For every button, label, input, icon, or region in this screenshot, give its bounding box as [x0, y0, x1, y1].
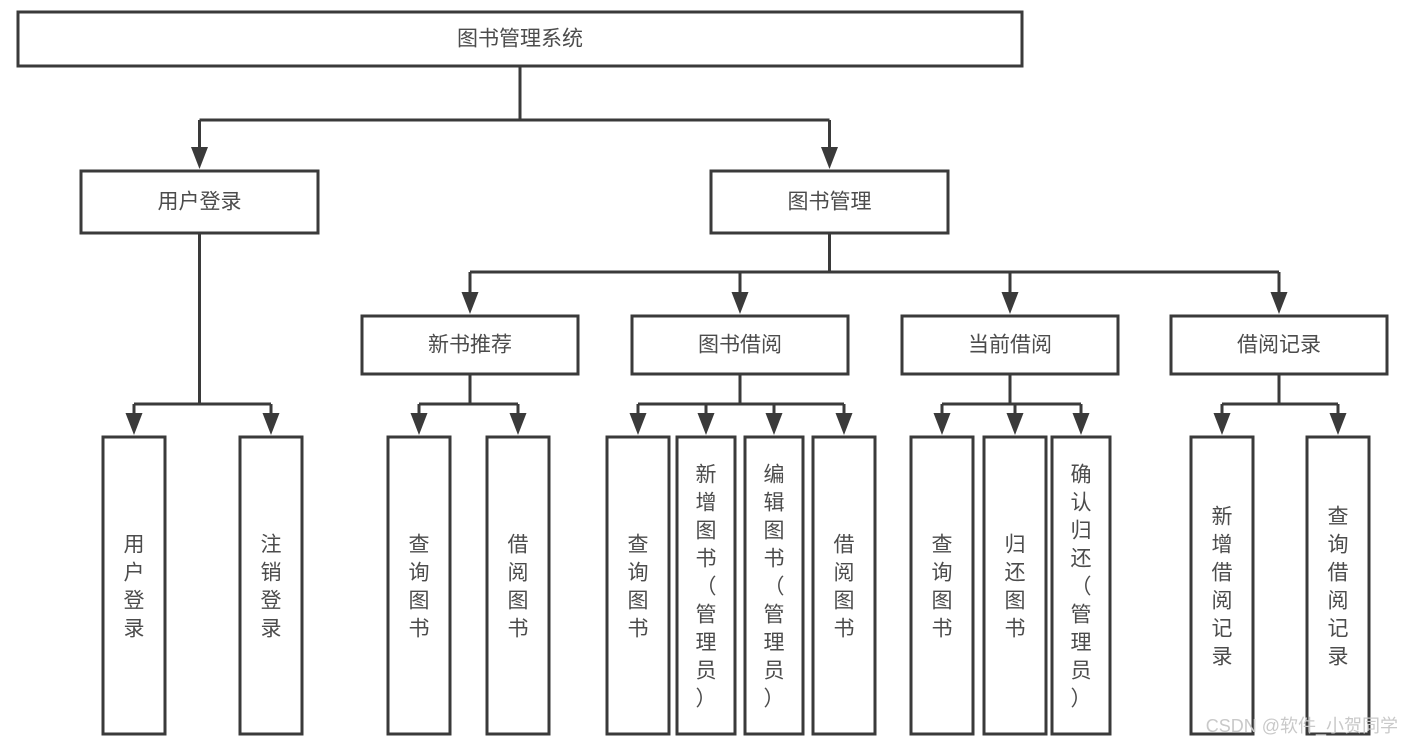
- arrow-head-icon: [125, 413, 143, 435]
- node-label-leaf-edit-book: 编辑图书（管理员）: [764, 463, 785, 710]
- node-box-book-manage[interactable]: [709, 169, 950, 235]
- arrow-head-icon: [1001, 292, 1019, 314]
- arrow-head-icon: [1329, 413, 1347, 435]
- node-leaf-return-book[interactable]: 归还图书: [982, 435, 1048, 736]
- node-label-book-manage: 图书管理: [788, 191, 872, 214]
- connector-group-root: [191, 66, 838, 169]
- node-box-leaf-query-book-3[interactable]: [909, 435, 975, 736]
- node-leaf-query-record[interactable]: 查询借阅记录: [1305, 435, 1371, 736]
- node-label-leaf-return-book: 归还图书: [1005, 533, 1026, 640]
- arrow-head-icon: [835, 413, 853, 435]
- node-label-user-login: 用户登录: [158, 191, 242, 214]
- arrow-head-icon: [410, 413, 428, 435]
- node-label-leaf-borrow-book-1: 借阅图书: [508, 533, 529, 640]
- node-box-leaf-confirm-return[interactable]: [1050, 435, 1112, 736]
- node-label-leaf-confirm-return: 确认归还（管理员）: [1071, 463, 1092, 710]
- node-box-user-login[interactable]: [79, 169, 320, 235]
- connector-group-new-book-rec: [410, 374, 527, 435]
- node-label-leaf-query-record: 查询借阅记录: [1328, 505, 1349, 668]
- arrow-head-icon: [509, 413, 527, 435]
- arrow-head-icon: [191, 147, 208, 169]
- node-label-leaf-query-book-1: 查询图书: [409, 533, 430, 640]
- arrow-head-icon: [1270, 292, 1288, 314]
- node-box-borrow-record[interactable]: [1169, 314, 1389, 376]
- node-layer: 图书管理系统用户登录图书管理新书推荐图书借阅当前借阅借阅记录用户登录注销登录查询…: [16, 10, 1389, 736]
- node-box-leaf-query-book-1[interactable]: [386, 435, 452, 736]
- connector-group-current-borrow: [933, 374, 1090, 435]
- node-label-borrow-record: 借阅记录: [1237, 334, 1321, 357]
- node-box-leaf-query-book-2[interactable]: [605, 435, 671, 736]
- arrow-head-icon: [1072, 413, 1090, 435]
- connector-group-book-manage: [461, 233, 1288, 314]
- node-leaf-confirm-return[interactable]: 确认归还（管理员）: [1050, 435, 1112, 736]
- node-box-leaf-borrow-book-1[interactable]: [485, 435, 551, 736]
- connector-group-user-login: [125, 233, 280, 435]
- arrow-head-icon: [697, 413, 715, 435]
- node-box-new-book-rec[interactable]: [360, 314, 580, 376]
- connector-group-book-borrow: [629, 374, 853, 435]
- node-book-manage[interactable]: 图书管理: [709, 169, 950, 235]
- node-leaf-borrow-book-2[interactable]: 借阅图书: [811, 435, 877, 736]
- node-label-leaf-user-login: 用户登录: [124, 533, 145, 640]
- arrow-head-icon: [461, 292, 479, 314]
- node-leaf-logout[interactable]: 注销登录: [238, 435, 304, 736]
- node-box-leaf-query-record[interactable]: [1305, 435, 1371, 736]
- connector-layer: [125, 66, 1347, 435]
- arrow-head-icon: [262, 413, 280, 435]
- node-label-leaf-query-book-2: 查询图书: [628, 533, 649, 640]
- node-user-login[interactable]: 用户登录: [79, 169, 320, 235]
- node-leaf-query-book-1[interactable]: 查询图书: [386, 435, 452, 736]
- node-box-leaf-edit-book[interactable]: [743, 435, 805, 736]
- node-root[interactable]: 图书管理系统: [16, 10, 1024, 68]
- node-leaf-edit-book[interactable]: 编辑图书（管理员）: [743, 435, 805, 736]
- node-label-leaf-logout: 注销登录: [261, 533, 282, 640]
- node-label-leaf-query-book-3: 查询图书: [932, 533, 953, 640]
- arrow-head-icon: [731, 292, 749, 314]
- arrow-head-icon: [821, 147, 838, 169]
- node-box-leaf-add-book[interactable]: [675, 435, 737, 736]
- node-label-leaf-add-book: 新增图书（管理员）: [696, 463, 717, 710]
- node-box-leaf-user-login[interactable]: [101, 435, 167, 736]
- node-label-leaf-add-record: 新增借阅记录: [1212, 505, 1233, 668]
- node-leaf-borrow-book-1[interactable]: 借阅图书: [485, 435, 551, 736]
- arrow-head-icon: [629, 413, 647, 435]
- node-box-leaf-add-record[interactable]: [1189, 435, 1255, 736]
- arrow-head-icon: [1213, 413, 1231, 435]
- node-borrow-record[interactable]: 借阅记录: [1169, 314, 1389, 376]
- node-leaf-add-record[interactable]: 新增借阅记录: [1189, 435, 1255, 736]
- node-label-book-borrow: 图书借阅: [698, 334, 782, 357]
- node-book-borrow[interactable]: 图书借阅: [630, 314, 850, 376]
- node-leaf-add-book[interactable]: 新增图书（管理员）: [675, 435, 737, 736]
- node-label-root: 图书管理系统: [457, 28, 583, 51]
- node-box-book-borrow[interactable]: [630, 314, 850, 376]
- node-box-leaf-logout[interactable]: [238, 435, 304, 736]
- node-box-leaf-borrow-book-2[interactable]: [811, 435, 877, 736]
- node-leaf-user-login[interactable]: 用户登录: [101, 435, 167, 736]
- connector-group-borrow-record: [1213, 374, 1347, 435]
- node-leaf-query-book-2[interactable]: 查询图书: [605, 435, 671, 736]
- node-box-leaf-return-book[interactable]: [982, 435, 1048, 736]
- arrow-head-icon: [1006, 413, 1024, 435]
- arrow-head-icon: [933, 413, 951, 435]
- node-current-borrow[interactable]: 当前借阅: [900, 314, 1120, 376]
- node-box-current-borrow[interactable]: [900, 314, 1120, 376]
- node-label-new-book-rec: 新书推荐: [428, 334, 512, 357]
- node-box-root[interactable]: [16, 10, 1024, 68]
- node-leaf-query-book-3[interactable]: 查询图书: [909, 435, 975, 736]
- arrow-head-icon: [765, 413, 783, 435]
- watermark-label: CSDN @软件_小贺同学: [1206, 716, 1398, 737]
- node-label-leaf-borrow-book-2: 借阅图书: [834, 533, 855, 640]
- node-new-book-rec[interactable]: 新书推荐: [360, 314, 580, 376]
- node-label-current-borrow: 当前借阅: [968, 334, 1052, 357]
